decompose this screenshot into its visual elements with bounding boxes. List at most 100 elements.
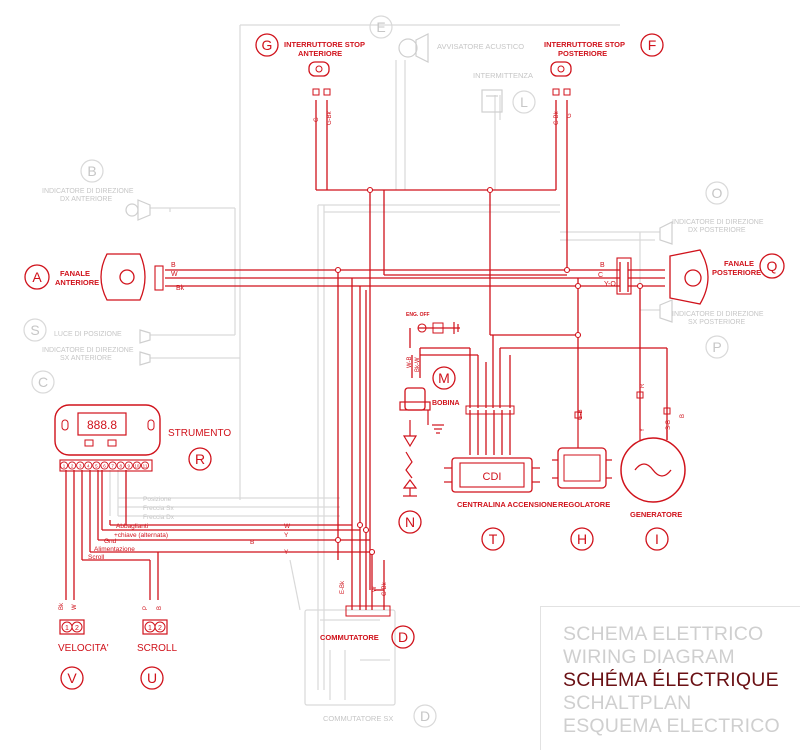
instrument-pin-label: 4 xyxy=(87,464,90,469)
letter-i: I xyxy=(655,531,659,547)
cdi-unit: CDI CENTRALINA ACCENSIONE T xyxy=(444,405,557,551)
letter-p: P xyxy=(712,339,721,355)
wire-code-d3: G-Bk xyxy=(382,581,388,596)
generator-label: GENERATORE xyxy=(630,510,682,519)
front-indicator-dx-component xyxy=(125,199,151,221)
rear-dx-indicator-label1: INDICATORE DI DIREZIONE xyxy=(672,219,764,226)
wire-label-abbaglianti: Abbaglianti xyxy=(116,523,148,530)
speed-sensor: Bk W 1 2 VELOCITA' V xyxy=(58,602,109,690)
rear-dx-indicator-label2: DX POSTERIORE xyxy=(688,227,746,234)
title-en: WIRING DIAGRAM xyxy=(563,646,735,668)
instrument-label: STRUMENTO xyxy=(168,428,231,439)
title-it: SCHEMA ELETTRICO xyxy=(563,623,764,645)
instrument-pin-circle xyxy=(124,461,133,470)
rear-indicator-component xyxy=(659,221,673,323)
wire-label-posizione: Posizione xyxy=(143,496,172,503)
stop-rear-label1: INTERRUTTORE STOP xyxy=(544,40,625,49)
letter-g: G xyxy=(262,37,273,53)
position-light-component xyxy=(139,329,151,366)
scroll-pin-1: 1 xyxy=(148,625,152,632)
cdi-box-label: CDI xyxy=(483,471,502,483)
instrument-pin-label: 7 xyxy=(111,464,114,469)
wire-code-q1: B xyxy=(600,262,605,269)
instrument-pin-circle xyxy=(108,461,117,470)
letter-v: V xyxy=(67,670,77,686)
instrument-pin-circle xyxy=(84,461,93,470)
wire-code-a2: W xyxy=(171,271,178,278)
inactive-labels: E AVVISATORE ACUSTICO L INTERMITTENZA B … xyxy=(23,15,764,728)
letter-n: N xyxy=(405,514,415,530)
velocita-label: VELOCITA' xyxy=(58,643,109,654)
instrument-pin-circle xyxy=(100,461,109,470)
horn-component xyxy=(398,33,429,63)
wire-code-f2: G xyxy=(567,113,573,118)
letter-h: H xyxy=(577,531,587,547)
wire-code-u2: B xyxy=(157,606,163,610)
letter-c: C xyxy=(38,374,48,390)
front-lamp-label2: ANTERIORE xyxy=(55,278,99,287)
stop-front-label1: INTERRUTTORE STOP xyxy=(284,40,365,49)
rear-lamp-label1: FANALE xyxy=(724,259,754,268)
wire-code-u1: P xyxy=(143,606,149,610)
wire-code-y2: Y xyxy=(284,549,289,556)
wire-code-i1: R xyxy=(640,383,646,388)
instrument-pin-label: 2 xyxy=(71,464,74,469)
letter-r: R xyxy=(195,451,205,467)
wire-code-h1: G-B xyxy=(578,409,584,420)
flasher-component xyxy=(481,89,503,113)
letter-d: D xyxy=(398,629,408,645)
title-block: SCHEMA ELETTRICO WIRING DIAGRAM SCHÉMA É… xyxy=(540,606,800,750)
wire-code-v1: Bk xyxy=(59,602,65,610)
wire-code-q3: Y-O xyxy=(604,281,616,288)
instrument-pin-label: 11 xyxy=(143,464,148,469)
instrument-pin-label: 10 xyxy=(134,464,140,469)
title-es: ESQUEMA ELECTRICO xyxy=(563,715,780,737)
instrument-display: 888.8 xyxy=(87,418,117,432)
wire-label-freccia-sx: Freccia Sx xyxy=(143,505,174,512)
title-fr: SCHÉMA ÉLECTRIQUE xyxy=(563,669,779,691)
stop-switch-front: G INTERRUTTORE STOP ANTERIORE G G-Bk xyxy=(255,33,365,125)
wire-label-chiave: +chiave (alternata) xyxy=(114,532,168,539)
instrument-pin-label: 1 xyxy=(63,464,66,469)
scroll-pin-2: 2 xyxy=(158,625,162,632)
letter-u: U xyxy=(147,670,157,686)
rear-lamp: Q FANALE POSTERIORE B C Y-O xyxy=(598,249,785,305)
wire-code-m1: W-B xyxy=(407,356,413,368)
velocita-pin-2: 2 xyxy=(75,625,79,632)
wire-code-d1: E-Bk xyxy=(340,580,346,594)
wire-code-b1: B xyxy=(250,539,254,546)
commutatore-sx-label: COMMUTATORE SX xyxy=(323,714,393,723)
horn-label: AVVISATORE ACUSTICO xyxy=(437,42,524,51)
instrument-pin-circle xyxy=(59,461,69,470)
spark-plug: N xyxy=(398,420,422,534)
wire-code-i3: S-B xyxy=(666,420,672,430)
letter-e: E xyxy=(376,19,385,35)
wire-code-f1: G-Bk xyxy=(554,110,560,125)
wire-code-q2: C xyxy=(598,272,603,279)
regulator: G-B REGOLATORE H xyxy=(552,409,612,551)
wire-label-alimentazione: Alimentazione xyxy=(94,546,135,553)
coil-label: BOBINA xyxy=(432,400,460,407)
handlebar-switch: E-Bk W G-Bk COMMUTATORE D xyxy=(320,580,415,649)
letter-o: O xyxy=(712,185,723,201)
instrument-pin-label: 9 xyxy=(128,464,131,469)
eng-off-label: ENG. OFF xyxy=(406,312,430,318)
letter-q: Q xyxy=(767,258,778,274)
stop-front-label2: ANTERIORE xyxy=(298,49,342,58)
rear-lamp-label2: POSTERIORE xyxy=(712,268,761,277)
wire-code-g1: G xyxy=(314,117,320,122)
active-wiring xyxy=(65,100,668,610)
wire-label-freccia-dx: Freccia Dx xyxy=(143,514,175,521)
velocita-pin-1: 1 xyxy=(65,625,69,632)
wire-code-m2: Bk-W xyxy=(415,357,421,372)
instrument-pin-label: 3 xyxy=(79,464,82,469)
wire-label-gnd: Gnd xyxy=(104,538,117,545)
junction-dots xyxy=(334,186,644,556)
commutatore-label: COMMUTATORE xyxy=(320,633,379,642)
wire-code-i4: B xyxy=(680,414,686,418)
letter-l: L xyxy=(520,94,528,110)
letter-f: F xyxy=(648,37,657,53)
